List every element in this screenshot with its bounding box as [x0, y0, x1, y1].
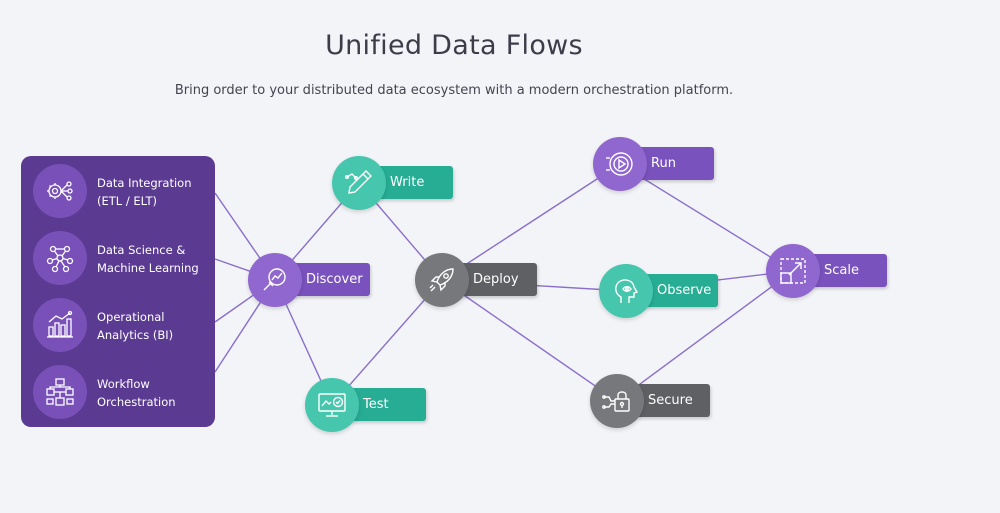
- link-deploy-run: [441, 163, 621, 281]
- category-data-science[interactable]: Data Science &Machine Learning: [33, 231, 215, 287]
- category-label: Data Science &Machine Learning: [97, 243, 199, 275]
- bar-chart-icon: [33, 298, 87, 352]
- play-circuit-icon: [593, 137, 647, 191]
- pen-icon: [332, 156, 386, 210]
- link-deploy-secure: [441, 279, 618, 402]
- gear-network-icon: [33, 164, 87, 218]
- neural-network-icon: [33, 231, 87, 285]
- use-case-panel: Data Integration(ETL / ELT) Data Science…: [21, 156, 215, 427]
- link-run-scale: [619, 163, 794, 272]
- monitor-check-icon: [305, 378, 359, 432]
- page-title: Unified Data Flows: [325, 30, 583, 61]
- category-data-integration[interactable]: Data Integration(ETL / ELT): [33, 164, 215, 220]
- link-test-deploy: [331, 279, 443, 406]
- link-secure-scale: [616, 270, 794, 402]
- category-label: Data Integration(ETL / ELT): [97, 176, 192, 208]
- rocket-icon: [415, 253, 469, 307]
- page-subtitle: Bring order to your distributed data eco…: [174, 83, 734, 98]
- workflow-blocks-icon: [33, 365, 87, 419]
- head-eye-icon: [599, 264, 653, 318]
- expand-arrows-icon: [766, 244, 820, 298]
- magnifier-chart-icon: [248, 253, 302, 307]
- padlock-icon: [590, 374, 644, 428]
